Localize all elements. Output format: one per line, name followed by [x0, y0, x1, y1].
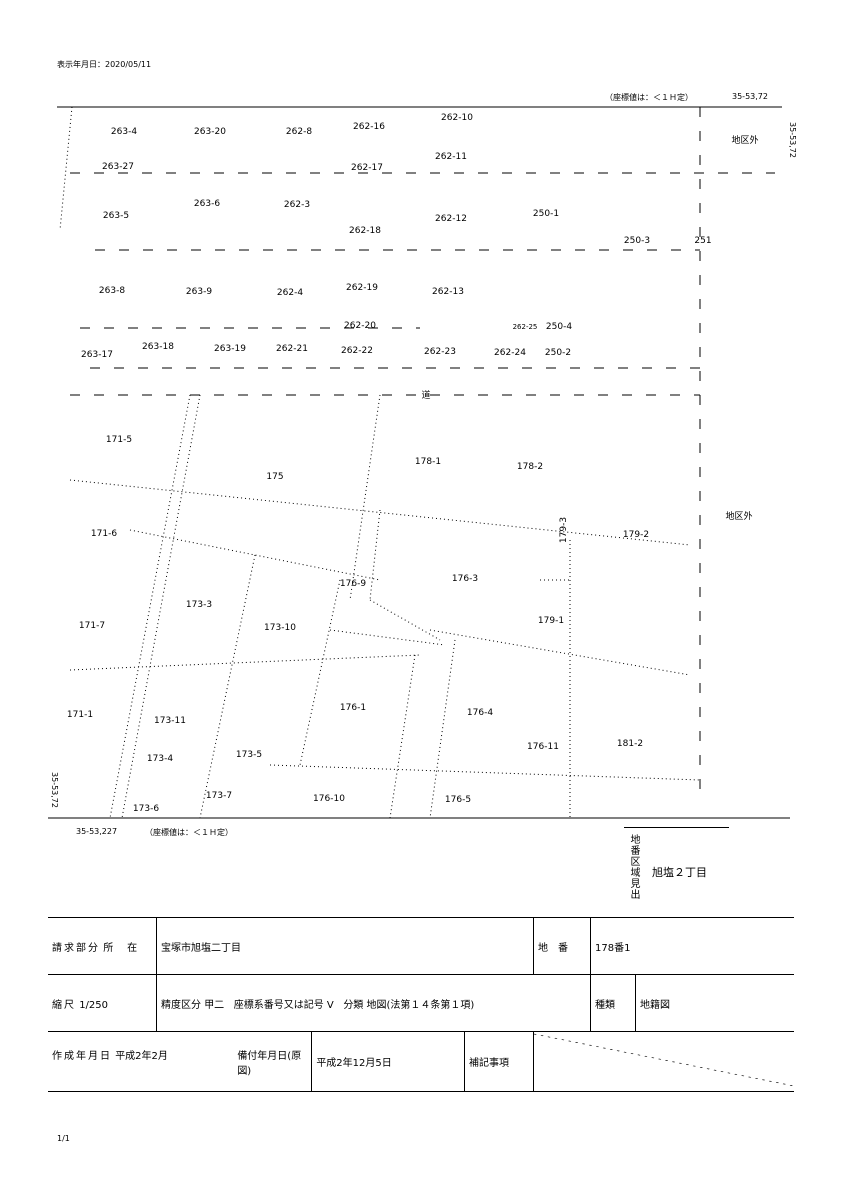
parcel-label: 176-10 — [313, 794, 345, 804]
parcel-label: 262-8 — [286, 127, 312, 137]
coord-note-bottom: （座標値は：＜１Ｈ定） — [145, 828, 233, 837]
parcel-label: 176-11 — [527, 742, 559, 752]
parcel-label: 173-5 — [236, 750, 262, 760]
parcel-label: 262-3 — [284, 200, 310, 210]
type-label: 種類 — [590, 974, 636, 1032]
parcel-label: 175 — [266, 472, 283, 482]
page-number: 1/1 — [57, 1134, 70, 1143]
parcel-label: 262-10 — [441, 113, 473, 123]
parcel-label: 178-2 — [517, 462, 543, 472]
lot-label: 地 番 — [533, 917, 591, 975]
parcel-label: 262-12 — [435, 214, 467, 224]
parcel-label: 181-2 — [617, 739, 643, 749]
parcel-label: 262-22 — [341, 346, 373, 356]
parcel-labels: 263-4 263-20 262-8 262-16 262-10 262-11 … — [50, 113, 797, 814]
parcel-label: 262-20 — [344, 321, 376, 331]
location-label: 所 在 — [103, 942, 140, 954]
parcel-label: 262-23 — [424, 347, 456, 357]
parcel-label: 176-4 — [467, 708, 493, 718]
coord-note: （座標値は：＜１Ｈ定） — [605, 93, 693, 102]
type-value: 地籍図 — [635, 974, 794, 1032]
area-box-value: 旭塩２丁目 — [652, 866, 707, 879]
parcel-label: 171-6 — [91, 529, 117, 539]
scale-value: 1/250 — [79, 999, 109, 1011]
parcel-label: 263-20 — [194, 127, 226, 137]
sheet-code-top: 35-53,72 — [732, 92, 768, 101]
parcel-label: 263-4 — [111, 127, 137, 137]
class-value: 地図(法第１４条第１項) — [366, 999, 475, 1011]
parcel-label: 171-1 — [67, 710, 93, 720]
parcel-label: 171-5 — [106, 435, 132, 445]
parcel-label: 173-6 — [133, 804, 159, 814]
parcel-label: 173-3 — [186, 600, 212, 610]
created-label: 作成年月日 — [52, 1050, 112, 1062]
parcel-label: 176-1 — [340, 703, 366, 713]
parcel-label: 263-18 — [142, 342, 174, 352]
notes-label: 補記事項 — [464, 1031, 534, 1092]
lot-value: 178番1 — [590, 917, 794, 975]
parcel-label: 262-13 — [432, 287, 464, 297]
created-value: 平成2年2月 — [115, 1050, 168, 1062]
location-value: 宝塚市旭塩二丁目 — [156, 917, 534, 975]
print-date: 表示年月日：2020/05/11 — [57, 60, 152, 69]
parcel-label: 262-18 — [349, 226, 381, 236]
parcel-label: 171-7 — [79, 621, 105, 631]
parcel-label: 263-27 — [102, 162, 134, 172]
notes-value — [533, 1031, 795, 1092]
parcel-label: 176-9 — [340, 579, 366, 589]
parcel-label: 179-3 — [559, 517, 569, 543]
notes-strike-line — [533, 1033, 795, 1087]
accuracy-label: 精度区分 — [161, 999, 201, 1011]
parcel-label: 173-7 — [206, 791, 232, 801]
installed-label: 備付年月日(原図) — [237, 1050, 302, 1077]
area-box: 地番区域見出 旭塩２丁目 — [624, 827, 729, 908]
coord-value: V — [326, 999, 334, 1011]
parcel-label: 262-24 — [494, 348, 526, 358]
cadastral-map: 263-4 263-20 262-8 262-16 262-10 262-11 … — [48, 106, 797, 819]
outside-district-label: 地区外 — [725, 510, 752, 522]
parcel-label: 251 — [694, 236, 711, 246]
parcel-label: 250-4 — [546, 322, 572, 332]
parcel-label: 262-21 — [276, 344, 308, 354]
info-table: 請求部分 所 在 宝塚市旭塩二丁目 地 番 178番1 縮尺 1/250 精度区… — [48, 917, 795, 1092]
parcel-label: 263-5 — [103, 211, 129, 221]
accuracy-value: 甲二 — [204, 999, 225, 1011]
coord-label: 座標系番号又は記号 — [233, 999, 324, 1011]
sheet-code-bottom: 35-53,227 — [76, 827, 118, 836]
side-code-right: 35-53,72 — [788, 122, 797, 158]
parcel-label: 176-5 — [445, 795, 471, 805]
parcel-label: 263-6 — [194, 199, 220, 209]
parcel-label: 173-11 — [154, 716, 186, 726]
parcel-label: 263-9 — [186, 287, 212, 297]
road-label: 道 — [421, 389, 430, 401]
parcel-label: 179-1 — [538, 616, 564, 626]
side-code-left: 35-53,72 — [50, 772, 59, 808]
parcel-label: 250-3 — [624, 236, 650, 246]
parcel-label: 262-11 — [435, 152, 467, 162]
parcel-label: 263-8 — [99, 286, 125, 296]
outside-district-label: 地区外 — [731, 134, 758, 146]
parcel-label: 262-4 — [277, 288, 303, 298]
parcel-label: 176-3 — [452, 574, 478, 584]
installed-value: 平成2年12月5日 — [311, 1031, 465, 1092]
parcel-label: 263-17 — [81, 350, 113, 360]
area-box-label: 地番区域見出 — [628, 834, 639, 900]
class-label: 分類 — [343, 999, 364, 1011]
map-lines — [48, 106, 790, 819]
scale-label: 縮尺 — [52, 999, 76, 1011]
parcel-label: 179-2 — [623, 530, 649, 540]
parcel-label: 250-2 — [545, 348, 571, 358]
parcel-label: 178-1 — [415, 457, 441, 467]
request-label: 請求部分 — [52, 942, 100, 954]
parcel-label: 250-1 — [533, 209, 559, 219]
parcel-label: 173-10 — [264, 623, 296, 633]
parcel-label: 263-19 — [214, 344, 246, 354]
parcel-label: 262-25 — [513, 323, 538, 331]
parcel-label: 173-4 — [147, 754, 173, 764]
parcel-label: 262-17 — [351, 163, 383, 173]
parcel-label: 262-16 — [353, 122, 385, 132]
parcel-label: 262-19 — [346, 283, 378, 293]
